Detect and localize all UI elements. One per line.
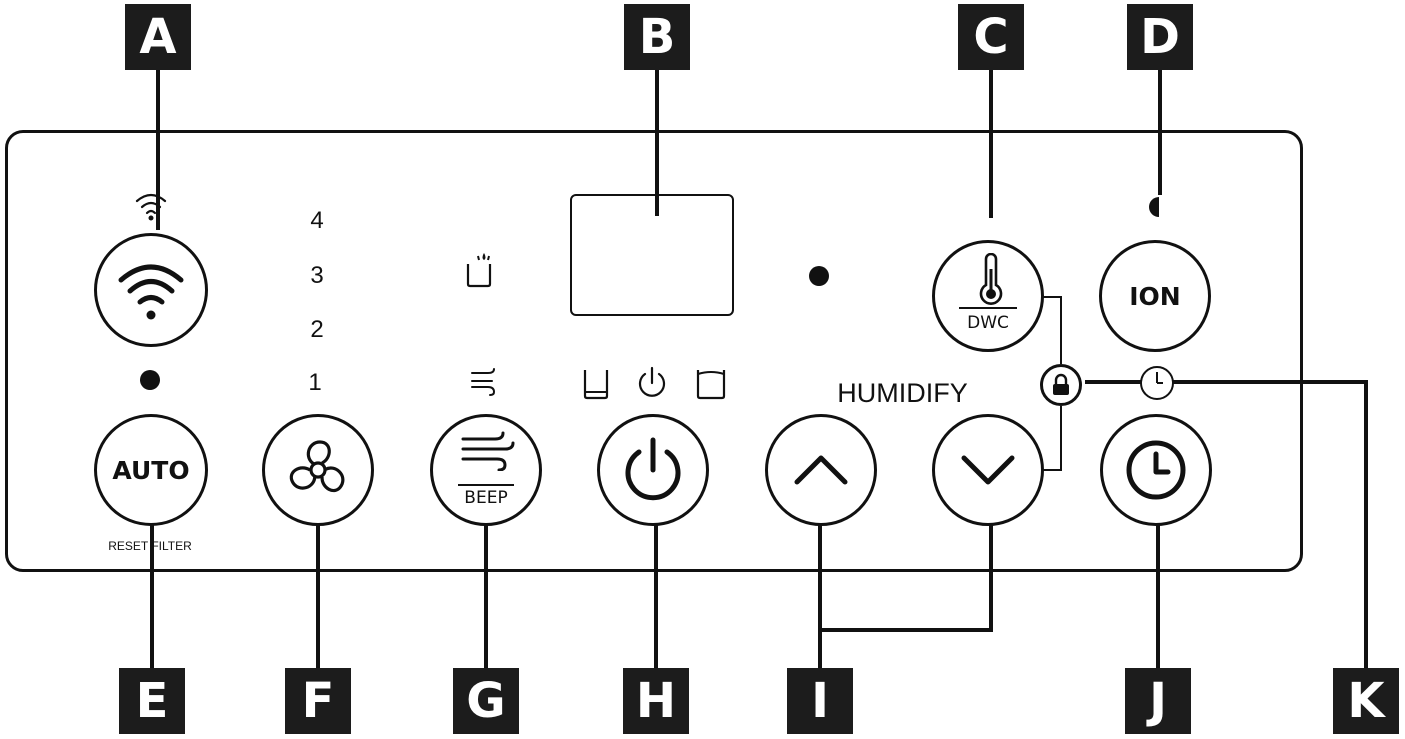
ion-label: ION <box>1129 281 1181 311</box>
humidity-down-button[interactable] <box>932 414 1044 526</box>
leader-k <box>1085 380 1368 670</box>
callout-k: K <box>1333 668 1399 734</box>
wind-indicator-icon <box>471 368 496 396</box>
ion-indicator-led <box>1149 197 1159 217</box>
lock-link-bottom <box>1043 406 1062 471</box>
callout-f: F <box>285 668 351 734</box>
wifi-button[interactable] <box>94 233 208 347</box>
auto-label: AUTO <box>112 455 190 485</box>
auto-button[interactable]: AUTO <box>94 414 208 526</box>
callout-c: C <box>958 4 1024 70</box>
dwc-divider <box>959 307 1017 309</box>
lock-icon <box>1053 373 1069 395</box>
fan-button[interactable] <box>262 414 374 526</box>
child-lock <box>1040 364 1082 406</box>
fan-icon <box>289 440 345 493</box>
speed-level-1: 1 <box>308 369 322 396</box>
power-button[interactable] <box>597 414 709 526</box>
humidity-up-button[interactable] <box>765 414 877 526</box>
wifi-icon <box>118 264 184 320</box>
beep-button[interactable]: BEEP <box>430 414 542 526</box>
lock-link-top <box>1043 296 1062 364</box>
power-indicator-icon <box>638 366 666 397</box>
callout-a: A <box>125 4 191 70</box>
callout-h: H <box>623 668 689 734</box>
power-icon <box>625 437 681 501</box>
speed-level-2: 2 <box>310 316 324 343</box>
wifi-indicator-icon <box>135 193 167 221</box>
leader-i-branch <box>820 524 993 632</box>
clock-icon <box>1126 440 1186 500</box>
beep-divider <box>458 484 514 486</box>
panel-outline <box>5 130 1303 572</box>
callout-d: D <box>1127 4 1193 70</box>
humidify-label: HUMIDIFY <box>837 378 968 408</box>
beep-label: BEEP <box>464 488 508 508</box>
reset-filter-label: RESET FILTER <box>108 539 192 553</box>
status-indicator-led <box>809 266 829 286</box>
auto-indicator-led <box>140 370 160 390</box>
display-window <box>570 194 734 316</box>
dwc-label: DWC <box>967 313 1009 333</box>
thermometer-icon <box>979 253 1003 305</box>
chevron-down-icon <box>961 455 1015 485</box>
timer-button[interactable] <box>1100 414 1212 526</box>
speed-level-3: 3 <box>310 262 324 289</box>
callout-b: B <box>624 4 690 70</box>
callout-e: E <box>119 668 185 734</box>
callout-j: J <box>1125 668 1191 734</box>
callout-i: I <box>787 668 853 734</box>
chevron-up-icon <box>794 455 848 485</box>
dwc-button[interactable]: DWC <box>932 240 1044 352</box>
tank-drop-indicator-icon <box>466 253 492 288</box>
timer-indicator-icon <box>1140 366 1174 400</box>
tank-empty-indicator-icon <box>583 370 609 400</box>
ion-button[interactable]: ION <box>1099 240 1211 352</box>
callout-g: G <box>453 668 519 734</box>
tank-full-indicator-icon <box>696 370 726 400</box>
wind-icon <box>461 431 515 471</box>
speed-level-4: 4 <box>310 207 324 234</box>
